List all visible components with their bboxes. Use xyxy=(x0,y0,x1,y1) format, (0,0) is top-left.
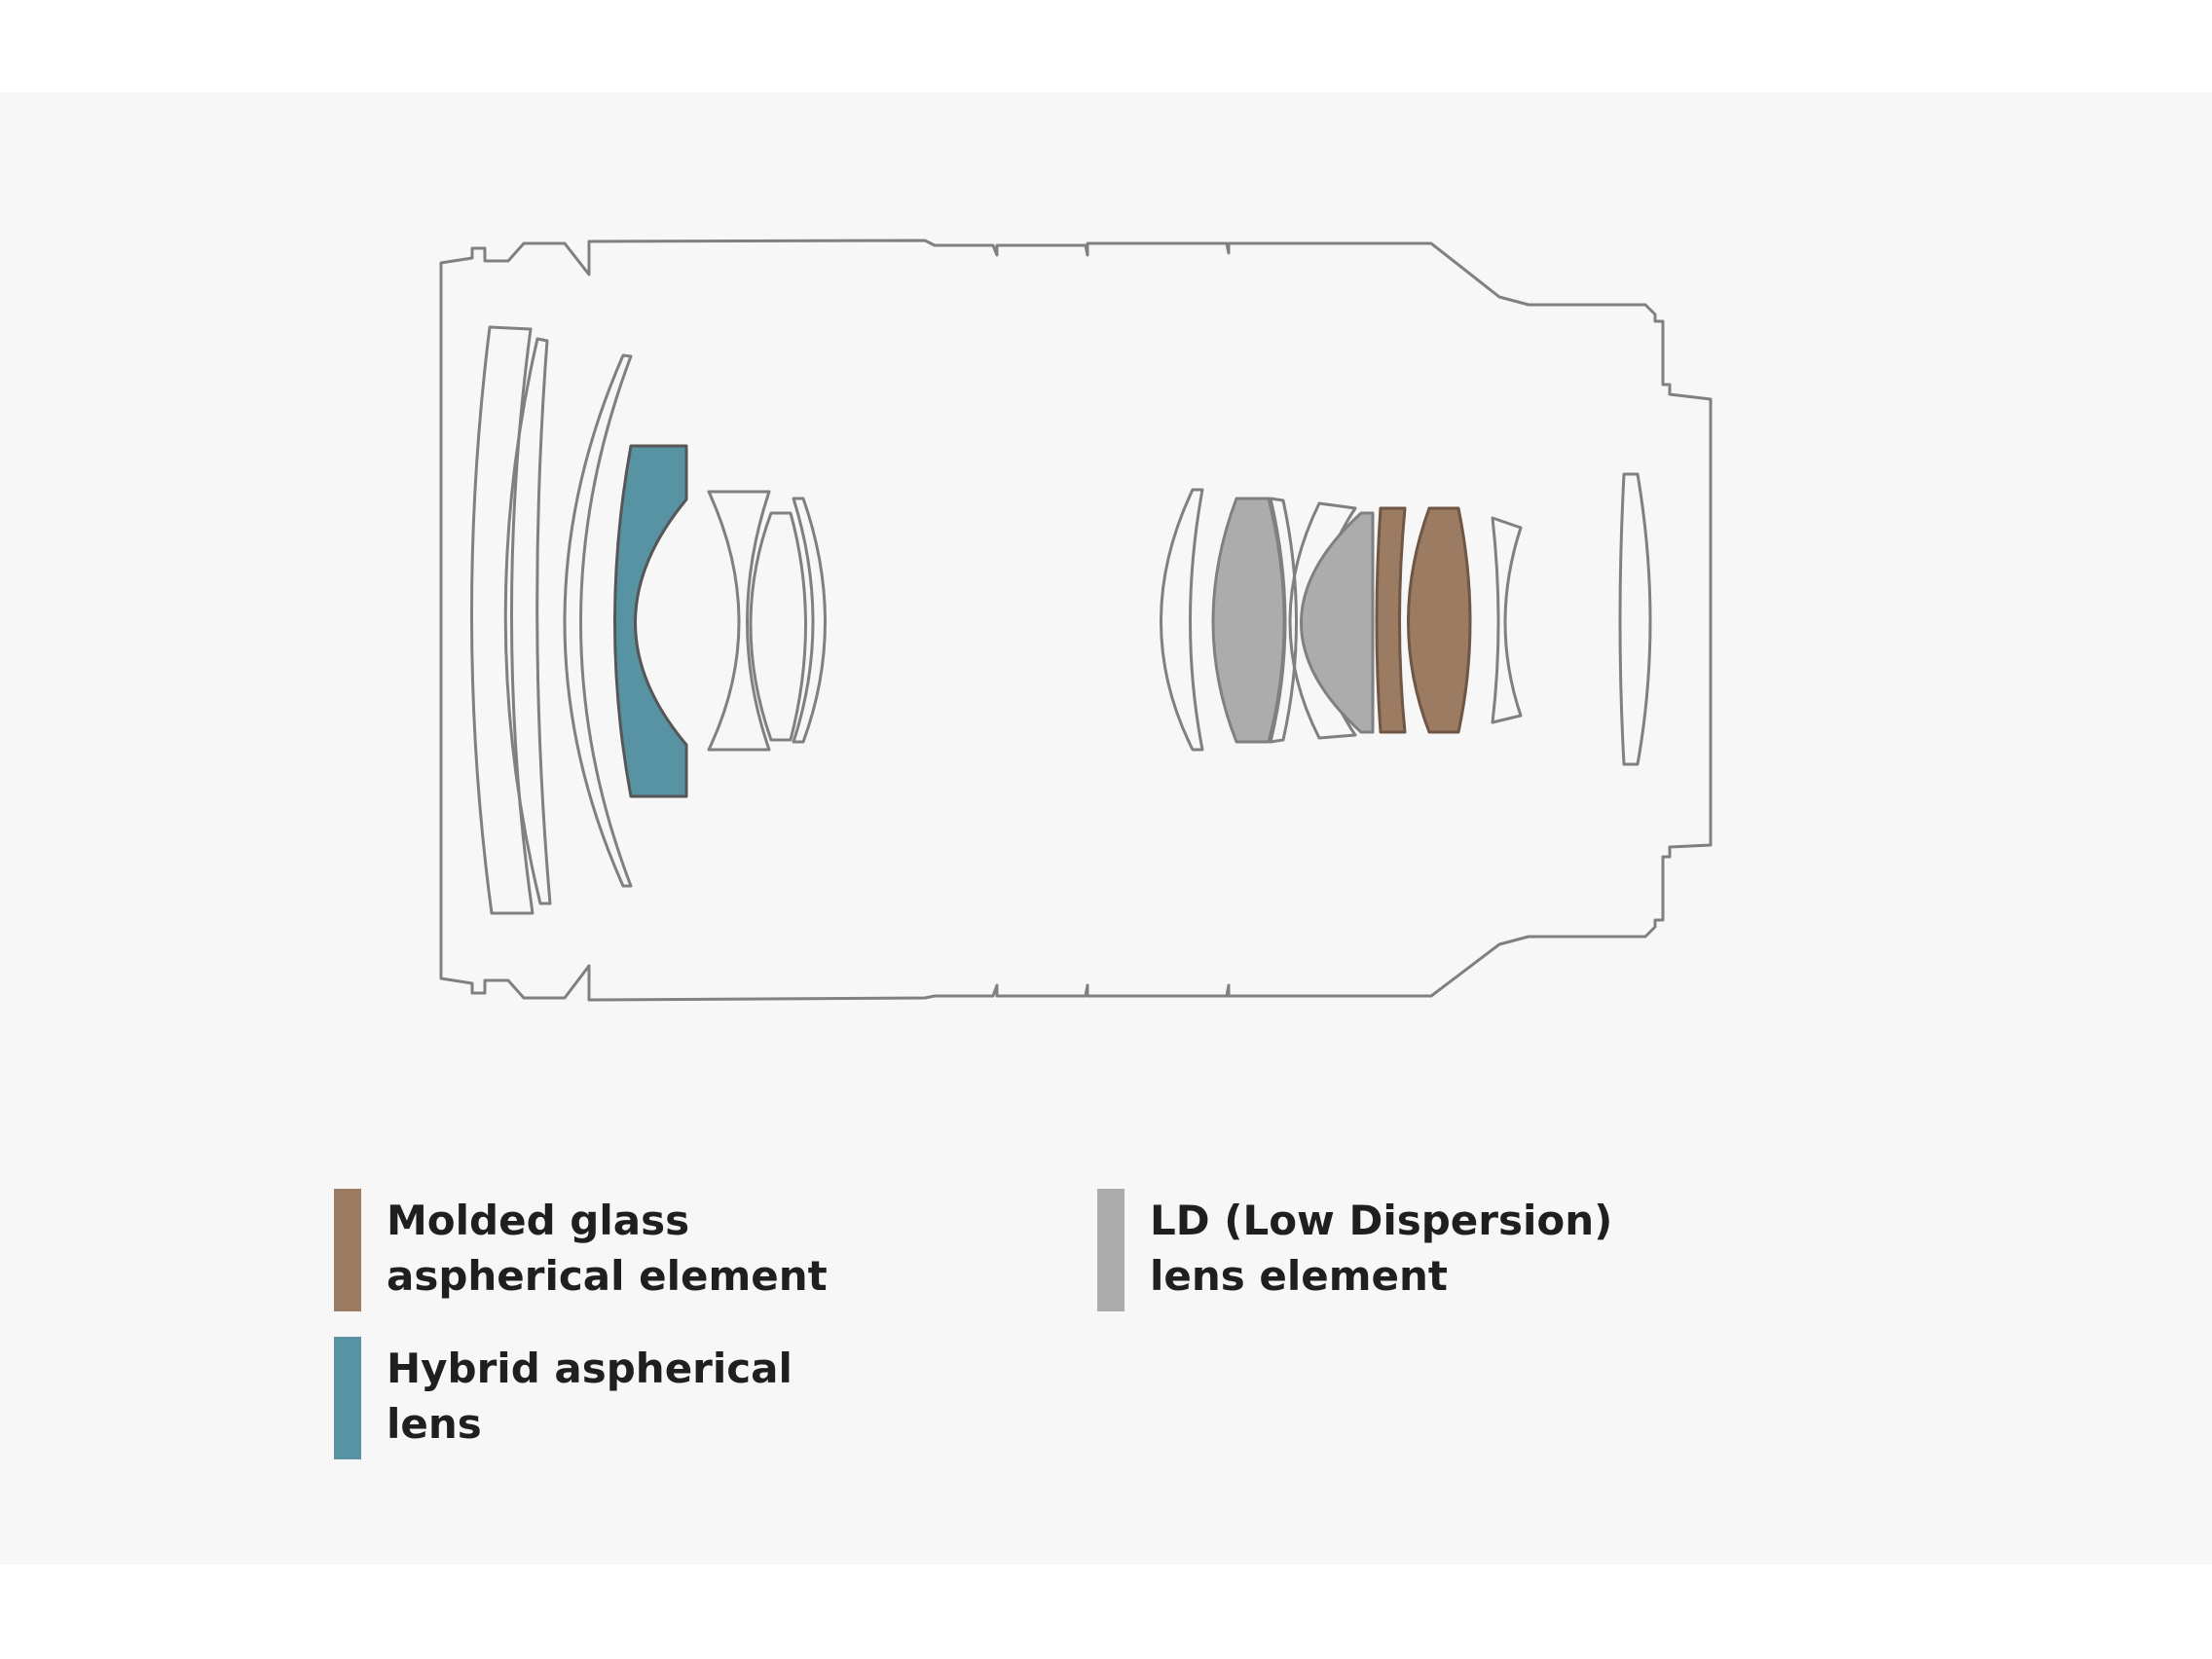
lens-element-8 xyxy=(1160,488,1204,752)
ld-element-1 xyxy=(1211,497,1286,744)
hybrid-aspherical-swatch xyxy=(334,1337,361,1459)
legend-label: Molded glass aspherical element xyxy=(387,1197,828,1300)
lens-element-1 xyxy=(469,325,535,915)
molded-glass-aspherical-element-2 xyxy=(1407,506,1472,734)
legend-label: Hybrid aspherical lens xyxy=(387,1345,793,1448)
hybrid-aspherical-element xyxy=(613,444,688,798)
ld-element-2 xyxy=(1300,511,1375,734)
lens-barrel-outline xyxy=(439,239,1713,1002)
ld-low-dispersion-swatch xyxy=(1097,1189,1124,1311)
molded-glass-aspherical-element-1 xyxy=(1375,506,1407,734)
lens-element-16 xyxy=(1618,472,1652,766)
lens-element-10 xyxy=(1269,497,1298,744)
lens-element-2 xyxy=(503,337,552,905)
lens-element-15 xyxy=(1491,516,1523,724)
lens-element-5 xyxy=(707,490,771,752)
diagram-background xyxy=(0,92,2212,1565)
lens-element-3 xyxy=(563,353,633,888)
lens-element-7 xyxy=(792,497,827,744)
molded-glass-swatch xyxy=(334,1189,361,1311)
legend-label: LD (Low Dispersion) lens element xyxy=(1150,1197,1613,1300)
lens-element-6 xyxy=(749,511,807,742)
